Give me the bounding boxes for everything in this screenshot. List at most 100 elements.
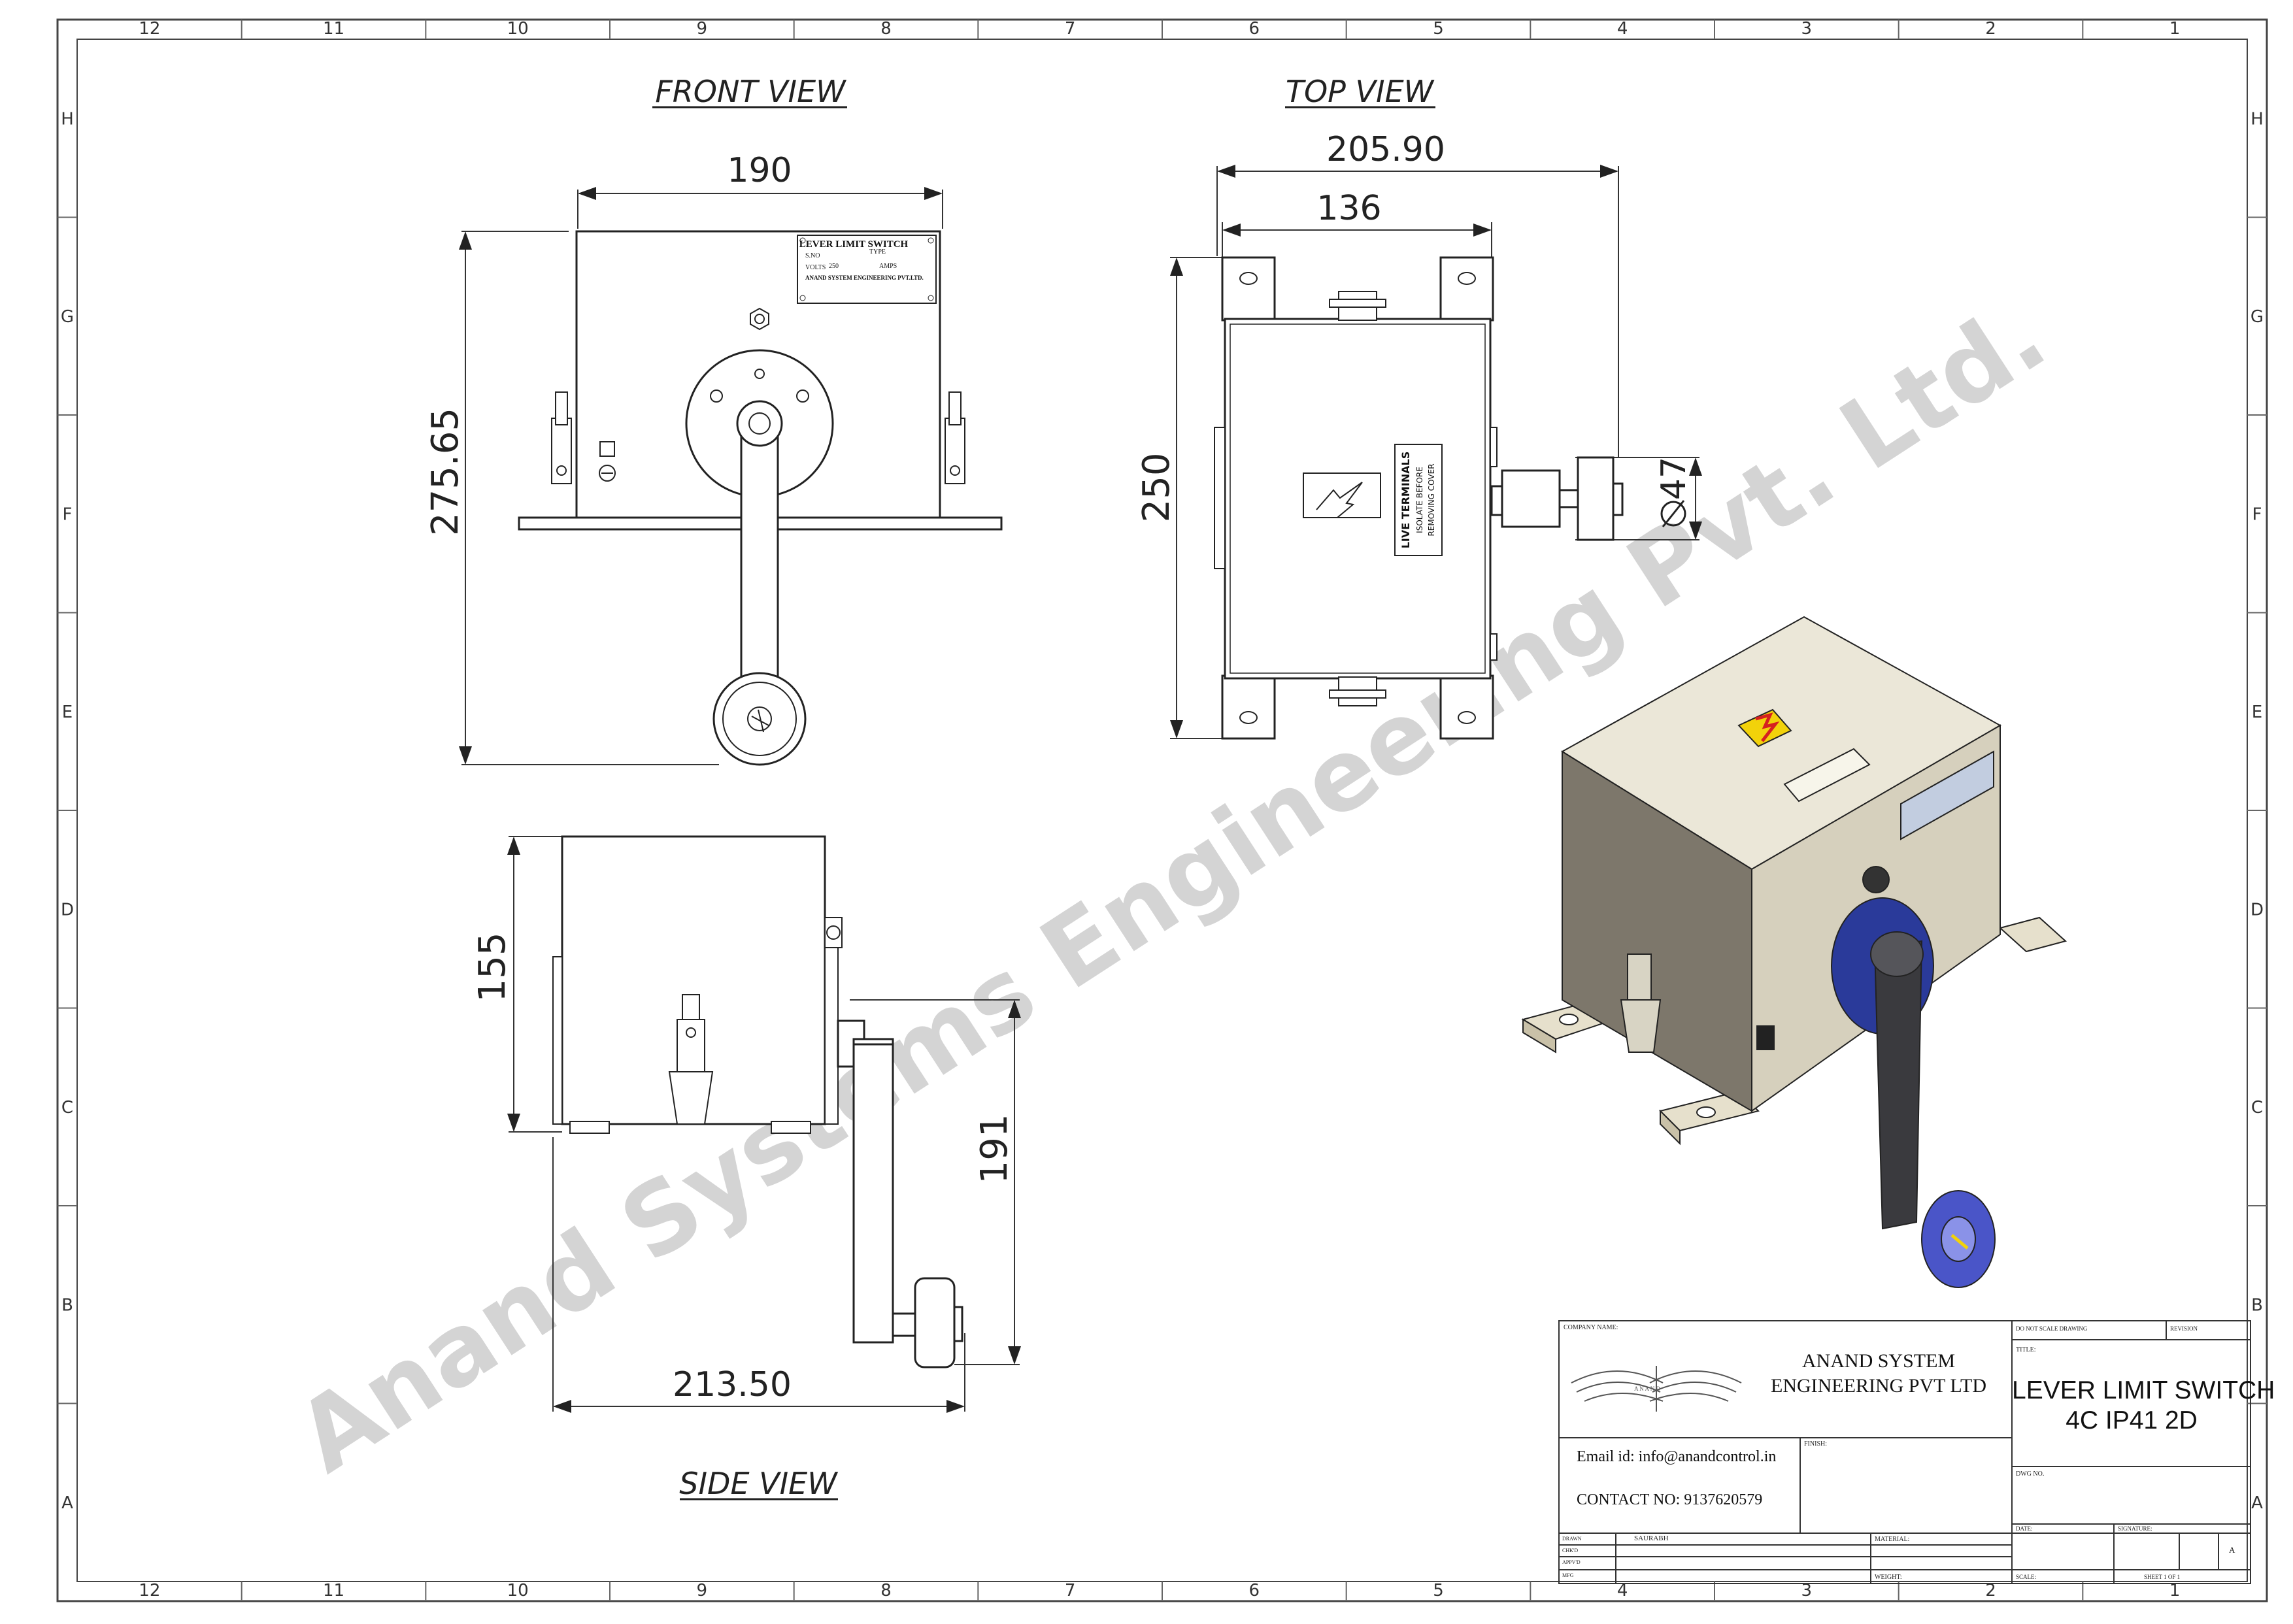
material-label: MATERIAL: (1875, 1536, 1910, 1543)
nameplate-type: TYPE (869, 248, 886, 256)
top-diameter-dimension: 47 (1654, 457, 1694, 500)
side-height-dimension: 155 (471, 933, 514, 1003)
sheet-number: SHEET 1 OF 1 (2144, 1574, 2181, 1580)
top-shaft-roller (1490, 456, 1624, 541)
side-roller-wheel (892, 1277, 963, 1368)
approved-label: APPV'D (1562, 1559, 1581, 1565)
row-marker: C (61, 1098, 73, 1118)
company-line2: ENGINEERING PVT LTD (1771, 1375, 1986, 1397)
nameplate-volts-value: 250 (829, 263, 839, 270)
company-line1: ANAND SYSTEM (1801, 1350, 1956, 1372)
column-marker: 10 (507, 19, 529, 39)
company-name-label: COMPANY NAME: (1564, 1324, 1618, 1331)
email: Email id: info@anandcontrol.in (1577, 1448, 1777, 1465)
drawing-title-line1: LEVER LIMIT SWITCH (2012, 1376, 2275, 1404)
front-small-fitting (599, 441, 616, 482)
diameter-symbol (1660, 500, 1686, 527)
contact-number: CONTACT NO: 9137620579 (1577, 1491, 1763, 1508)
row-marker: G (2251, 307, 2264, 327)
nameplate-volts: VOLTS (805, 264, 826, 271)
row-marker: E (2252, 703, 2262, 722)
side-lever-arm (837, 1019, 894, 1344)
row-marker: H (61, 109, 74, 129)
warning-line3: REMOVING COVER (1427, 463, 1436, 536)
column-marker: 11 (323, 19, 344, 39)
top-latches (1329, 291, 1386, 706)
top-view-title: TOP VIEW (1286, 74, 1435, 109)
top-warning-label: LIVE TERMINALS ISOLATE BEFORE REMOVING C… (1303, 444, 1443, 556)
column-marker: 7 (1065, 19, 1076, 39)
column-marker: 8 (880, 1581, 892, 1600)
scale-label: SCALE: (2016, 1574, 2037, 1580)
sheet-size: A (2229, 1545, 2235, 1555)
row-marker: E (62, 703, 73, 722)
date-label: DATE: (2016, 1525, 2033, 1532)
column-marker: 10 (507, 1581, 529, 1600)
row-marker: H (2251, 109, 2264, 129)
front-nameplate: LEVER LIMIT SWITCH S.NO TYPE VOLTS 250 A… (797, 235, 937, 304)
checked-label: CHK'D (1562, 1548, 1579, 1553)
side-view: SIDE VIEW 155 191 213.50 (471, 835, 1021, 1501)
drawn-by-name: SAURABH (1634, 1534, 1669, 1542)
row-marker: G (61, 307, 74, 327)
title-block: COMPANY NAME: A N A N D ANAND SYSTEM ENG… (1558, 1320, 2275, 1584)
column-marker: 11 (323, 1581, 344, 1600)
column-marker: 12 (139, 1581, 160, 1600)
column-marker: 2 (1985, 1581, 1996, 1600)
column-marker: 6 (1249, 19, 1260, 39)
column-marker: 9 (697, 19, 708, 39)
nameplate-company: ANAND SYSTEM ENGINEERING PVT.LTD. (805, 274, 924, 281)
nameplate-heading: LEVER LIMIT SWITCH (799, 239, 909, 250)
signature-label: SIGNATURE: (2118, 1525, 2152, 1532)
column-marker: 7 (1065, 1581, 1076, 1600)
iso-warning-label (1737, 708, 1871, 803)
row-marker: A (2251, 1493, 2263, 1513)
iso-nameplate (1900, 750, 1994, 840)
column-marker: 6 (1249, 1581, 1260, 1600)
weight-label: WEIGHT: (1875, 1574, 1902, 1581)
iso-latch (1620, 953, 1662, 1053)
column-marker: 12 (139, 19, 160, 39)
warning-line2: ISOLATE BEFORE (1415, 467, 1424, 533)
top-body-dimension: 136 (1316, 189, 1381, 228)
column-marker: 4 (1617, 1581, 1628, 1600)
iso-fitting (1756, 1025, 1775, 1050)
title-label: TITLE: (2016, 1346, 2036, 1353)
iso-lever-arm (1870, 931, 1924, 1230)
front-height-dimension: 275.65 (424, 408, 467, 536)
row-marker: F (63, 505, 73, 524)
front-width-dimension: 190 (727, 151, 792, 190)
front-lever-arm (736, 400, 783, 707)
revision-label: REVISION (2170, 1325, 2198, 1332)
column-marker: 8 (880, 19, 892, 39)
mfg-label: MFG (1562, 1572, 1574, 1578)
finish-label: FINISH: (1804, 1440, 1828, 1448)
logo-letters: A N A N D (1634, 1385, 1661, 1392)
drawn-label: DRAWN (1562, 1536, 1582, 1542)
row-marker: D (61, 900, 74, 920)
column-marker: 9 (697, 1581, 708, 1600)
column-marker: 4 (1617, 19, 1628, 39)
iso-roller-wheel (1921, 1190, 1996, 1288)
side-nut (824, 917, 843, 948)
row-marker: D (2251, 900, 2264, 920)
side-width-dimension: 213.50 (673, 1365, 792, 1404)
column-marker: 2 (1985, 19, 1996, 39)
column-marker: 3 (1801, 19, 1813, 39)
warning-line1: LIVE TERMINALS (1399, 452, 1412, 549)
side-lever-dimension: 191 (973, 1114, 1016, 1184)
do-not-scale-label: DO NOT SCALE DRAWING (2016, 1325, 2088, 1332)
front-roller-wheel (712, 672, 807, 766)
title-block-grid (1558, 1320, 2251, 1584)
nameplate-amps: AMPS (879, 263, 897, 270)
column-marker: 3 (1801, 1581, 1813, 1600)
front-right-latch (945, 391, 965, 484)
top-view: TOP VIEW 205.90 136 250 47 (1135, 74, 1702, 740)
column-marker: 5 (1433, 1581, 1444, 1600)
nameplate-sno: S.NO (805, 252, 820, 259)
row-marker: C (2251, 1098, 2263, 1118)
company-logo (1571, 1366, 1742, 1412)
